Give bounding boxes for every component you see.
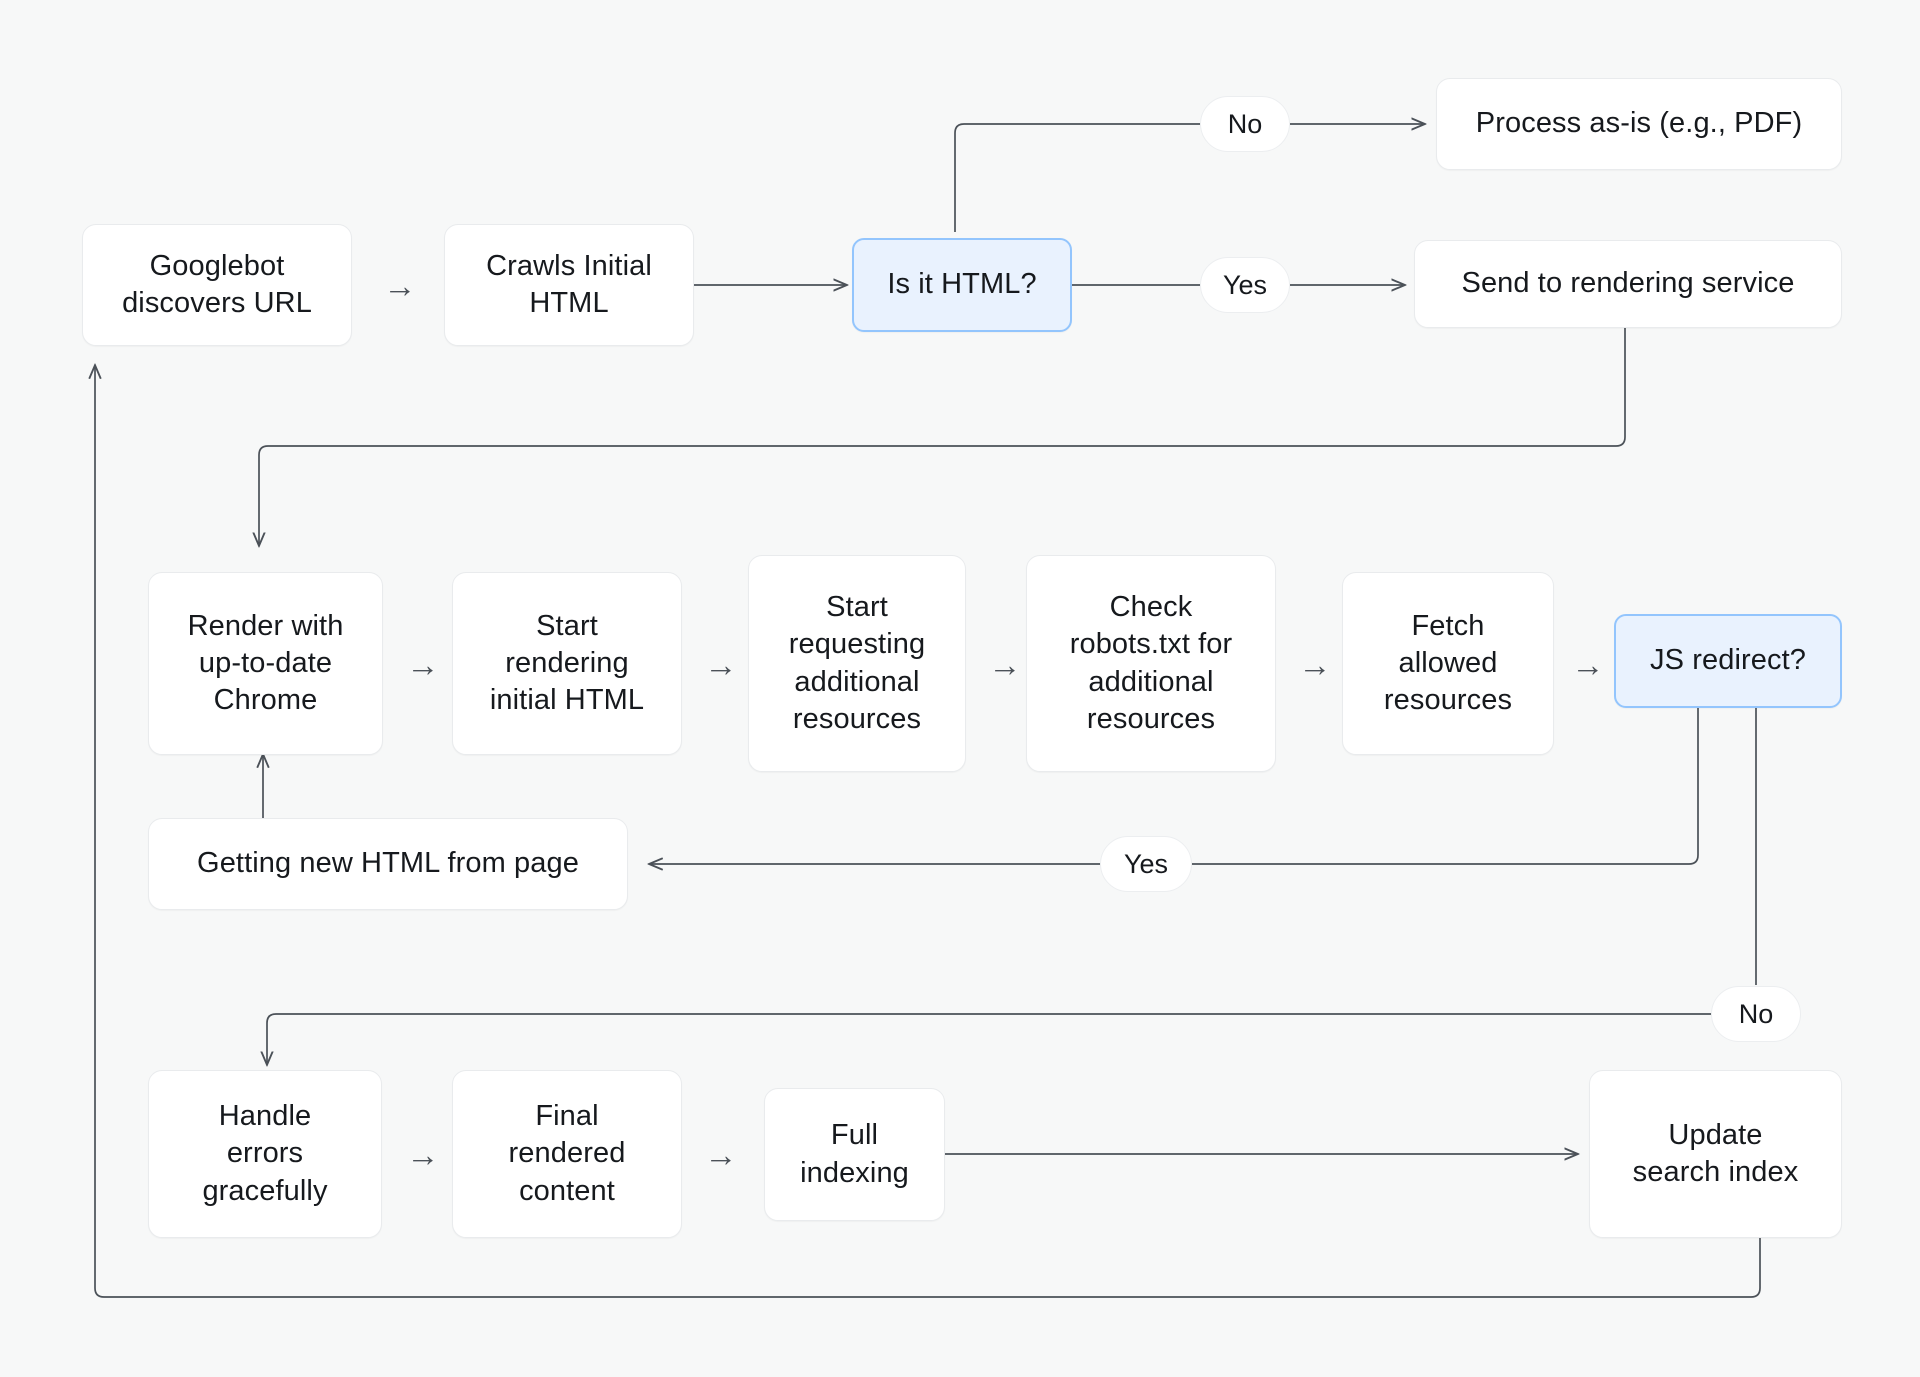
node-label: Handle errors gracefully (202, 1100, 328, 1207)
node-label: Is it HTML? (887, 268, 1037, 301)
node-fetch-allowed-resources[interactable]: Fetch allowed resources (1342, 572, 1554, 755)
node-googlebot-discovers-url[interactable]: Googlebot discovers URL (82, 224, 352, 346)
arrow-checkrobots-to-fetch: → (1298, 645, 1332, 683)
node-is-it-html[interactable]: Is it HTML? (852, 238, 1072, 332)
node-label: Fetch allowed resources (1383, 609, 1513, 717)
node-full-indexing[interactable]: Full indexing (764, 1088, 945, 1221)
edge-label-redirect-yes: Yes (1100, 836, 1192, 892)
node-label: Update search index (1632, 1118, 1799, 1188)
node-label: Final rendered content (508, 1100, 626, 1207)
arrow-final-to-fullindexing: → (704, 1135, 738, 1173)
arrow-fetch-to-jsredirect: → (1571, 645, 1605, 683)
node-label: Start rendering initial HTML (489, 609, 645, 717)
node-label: Send to rendering service (1461, 267, 1795, 300)
pill-label: No (1738, 998, 1774, 1029)
edge-label-html-yes: Yes (1200, 257, 1290, 313)
node-update-search-index[interactable]: Update search index (1589, 1070, 1842, 1238)
node-handle-errors-gracefully[interactable]: Handle errors gracefully (148, 1070, 382, 1238)
node-render-with-chrome[interactable]: Render with up-to-date Chrome (148, 572, 383, 755)
edge-label-redirect-no: No (1711, 986, 1801, 1042)
node-js-redirect[interactable]: JS redirect? (1614, 614, 1842, 708)
node-final-rendered-content[interactable]: Final rendered content (452, 1070, 682, 1238)
edge-render-service-to-render-chrome (259, 327, 1626, 545)
node-crawls-initial-html[interactable]: Crawls Initial HTML (444, 224, 694, 346)
arrow-handleerrors-to-final: → (406, 1135, 440, 1173)
edge-label-html-no: No (1200, 96, 1290, 152)
arrow-startrequest-to-checkrobots: → (988, 645, 1022, 683)
node-start-rendering-initial-html[interactable]: Start rendering initial HTML (452, 572, 682, 755)
node-label: Process as-is (e.g., PDF) (1475, 107, 1803, 140)
node-send-to-rendering-service[interactable]: Send to rendering service (1414, 240, 1842, 328)
node-getting-new-html[interactable]: Getting new HTML from page (148, 818, 628, 910)
arrow-render-to-start-rendering: → (406, 645, 440, 683)
node-label: Check robots.txt for additional resource… (1069, 591, 1233, 735)
node-label: Getting new HTML from page (197, 847, 579, 880)
arrow-startrender-to-startrequest: → (704, 645, 738, 683)
node-label: Googlebot discovers URL (122, 249, 312, 319)
node-label: Render with up-to-date Chrome (187, 609, 344, 717)
node-label: JS redirect? (1650, 644, 1806, 677)
node-label: Crawls Initial HTML (486, 249, 652, 319)
pill-label: Yes (1123, 848, 1169, 879)
node-label: Full indexing (800, 1119, 909, 1189)
edge-no-to-handle-errors (267, 1013, 1711, 1064)
node-check-robots-txt[interactable]: Check robots.txt for additional resource… (1026, 555, 1276, 772)
node-start-requesting-resources[interactable]: Start requesting additional resources (748, 555, 966, 772)
edge-decision-to-no (954, 123, 1200, 232)
node-process-as-is[interactable]: Process as-is (e.g., PDF) (1436, 78, 1842, 170)
node-label: Start requesting additional resources (788, 591, 926, 735)
pill-label: No (1227, 108, 1263, 139)
pill-label: Yes (1222, 269, 1268, 300)
arrow-googlebot-to-crawls: → (383, 266, 417, 304)
